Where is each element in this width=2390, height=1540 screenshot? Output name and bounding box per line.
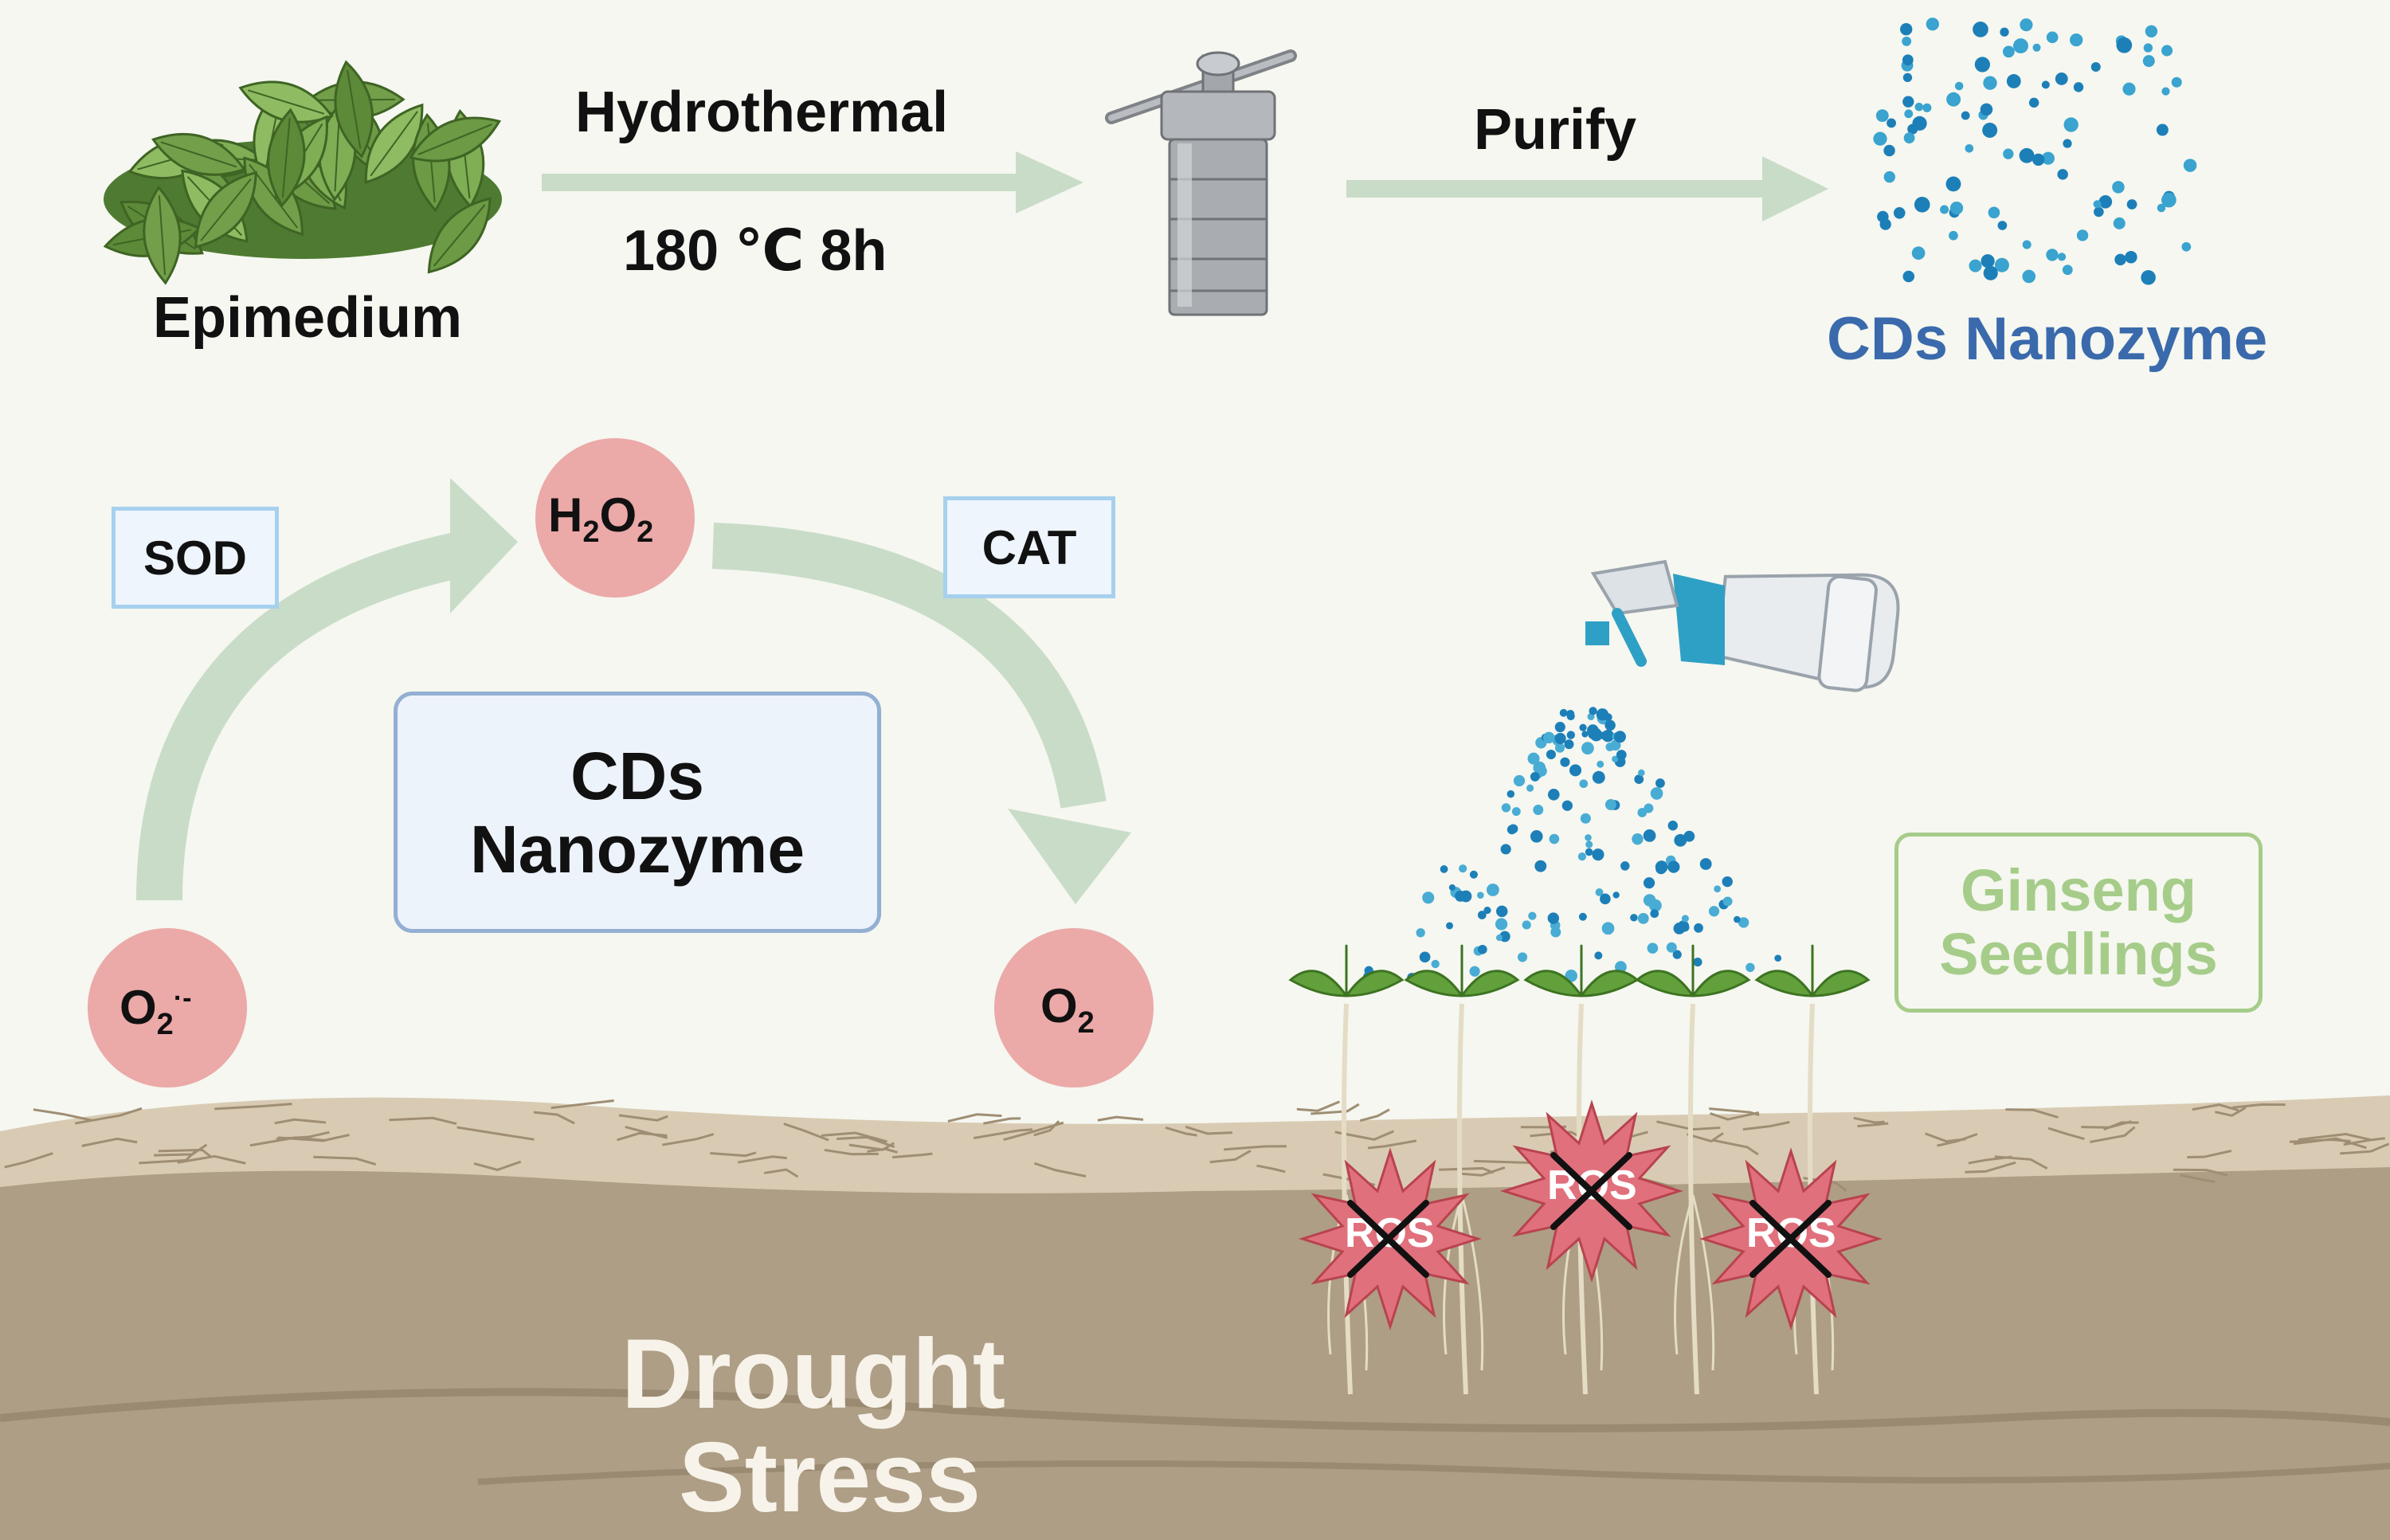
drought-line-2: Stress bbox=[679, 1423, 981, 1533]
epimedium-label: Epimedium bbox=[153, 286, 463, 350]
cat-box: CAT bbox=[943, 496, 1115, 598]
spray-bottle-icon bbox=[1585, 559, 1900, 692]
superoxide-sub: 2 bbox=[156, 1008, 174, 1041]
hydrothermal-arrow bbox=[542, 151, 1083, 214]
ginseng-seedlings-box: Ginseng Seedlings bbox=[1894, 833, 2263, 1013]
peroxide-label: H2O2 bbox=[548, 488, 653, 550]
purify-label: Purify bbox=[1474, 98, 1637, 162]
peroxide-h: H bbox=[548, 488, 583, 542]
peroxide-circle bbox=[535, 438, 695, 598]
cds-nanozyme-center-box: CDs Nanozyme bbox=[394, 692, 881, 933]
peroxide-o: O bbox=[599, 488, 637, 542]
cycle-arrows bbox=[136, 478, 1131, 904]
soil bbox=[0, 1095, 2390, 1540]
seedlings-line-2: Seedlings bbox=[1939, 921, 2218, 987]
ros-label-1: ROS bbox=[1345, 1210, 1435, 1256]
cds-nanozyme-product-label: CDs Nanozyme bbox=[1827, 305, 2268, 373]
sod-box: SOD bbox=[112, 507, 279, 609]
center-line-1: CDs bbox=[570, 738, 705, 813]
conditions-label: 180 ℃ 8h bbox=[623, 219, 887, 283]
superoxide-sup: ·- bbox=[173, 983, 192, 1013]
epimedium-leaves-icon bbox=[103, 60, 502, 285]
nanozyme-dots bbox=[1873, 18, 2197, 285]
drought-line-1: Drought bbox=[621, 1319, 1006, 1429]
ros-label-2: ROS bbox=[1547, 1162, 1637, 1209]
oxygen-base: O bbox=[1040, 979, 1078, 1033]
cat-label: CAT bbox=[981, 520, 1077, 574]
seedlings-line-1: Ginseng bbox=[1960, 857, 2197, 923]
ginseng-seedlings-icon bbox=[1288, 944, 1871, 1395]
peroxide-h-sub: 2 bbox=[582, 515, 600, 549]
peroxide-o-sub: 2 bbox=[637, 515, 654, 549]
superoxide-base: O bbox=[120, 981, 157, 1034]
oxygen-circle bbox=[994, 928, 1154, 1087]
spray-droplets bbox=[1363, 707, 1782, 982]
hydrothermal-label: Hydrothermal bbox=[575, 80, 949, 144]
center-line-2: Nanozyme bbox=[469, 811, 805, 887]
oxygen-label: O2 bbox=[1040, 978, 1095, 1040]
purify-arrow bbox=[1346, 156, 1828, 221]
superoxide-circle bbox=[88, 928, 247, 1087]
ros-label-3: ROS bbox=[1746, 1210, 1836, 1256]
superoxide-label: O2·- bbox=[120, 980, 191, 1042]
oxygen-sub: 2 bbox=[1077, 1006, 1095, 1040]
sod-label: SOD bbox=[143, 531, 248, 585]
autoclave-reactor-icon bbox=[1105, 49, 1297, 316]
